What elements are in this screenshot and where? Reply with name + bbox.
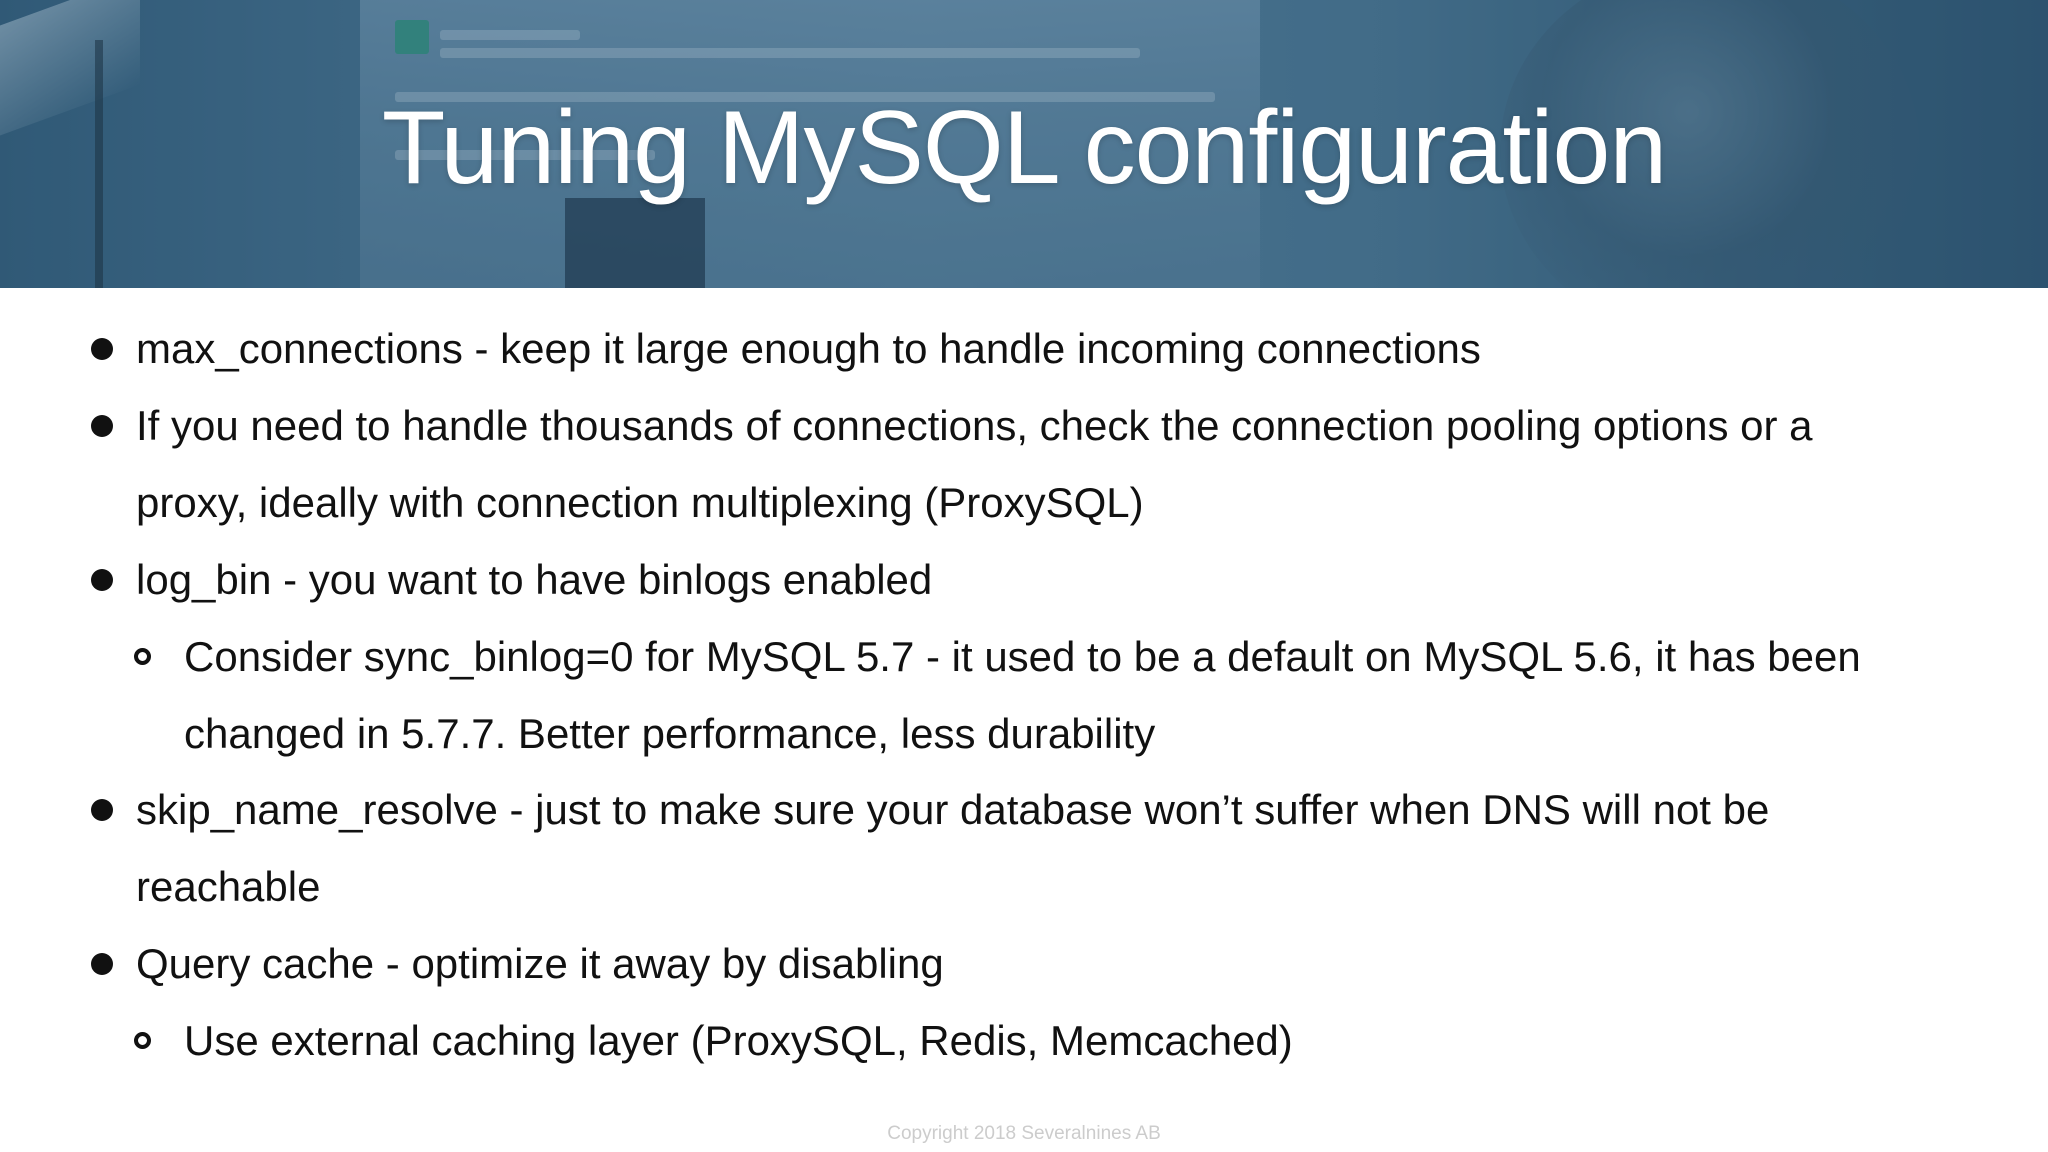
sub-bullet-text: Consider sync_binlog=0 for MySQL 5.7 - i…: [184, 633, 1861, 680]
bullet-marker: [91, 569, 113, 591]
sub-bullet-text-continued: changed in 5.7.7. Better performance, le…: [184, 710, 1156, 757]
slide-title: Tuning MySQL configuration: [381, 90, 1667, 206]
header-banner: [0, 0, 2048, 288]
sub-bullet-marker: [134, 648, 151, 665]
sub-bullet-marker: [134, 1032, 151, 1049]
dashboard-tooltip-graphic: [565, 198, 705, 288]
bullet-text-continued: reachable: [136, 863, 321, 910]
bullet-marker: [91, 338, 113, 360]
bullet-text: skip_name_resolve - just to make sure yo…: [136, 786, 1770, 833]
banner-overlay: [0, 0, 2048, 288]
bullet-text: If you need to handle thousands of conne…: [136, 402, 1813, 449]
copyright-footer: Copyright 2018 Severalnines AB: [887, 1123, 1161, 1144]
bullet-text: Query cache - optimize it away by disabl…: [136, 940, 944, 987]
pole-graphic: [95, 40, 103, 288]
bullet-marker: [91, 799, 113, 821]
bullet-text: max_connections - keep it large enough t…: [136, 325, 1481, 372]
bullet-marker: [91, 415, 113, 437]
dashboard-row-graphic: [395, 92, 1215, 102]
dashboard-background-graphic: [360, 0, 1260, 288]
person-graphic: [1500, 0, 1920, 288]
bullet-text: log_bin - you want to have binlogs enabl…: [136, 556, 933, 603]
dashboard-row-graphic: [440, 30, 580, 40]
dashboard-row-graphic: [395, 150, 655, 160]
dashboard-row-graphic: [440, 48, 1140, 58]
sub-bullet-text: Use external caching layer (ProxySQL, Re…: [184, 1017, 1293, 1064]
bullet-marker: [91, 953, 113, 975]
dashboard-status-graphic: [395, 20, 429, 54]
bullet-text-continued: proxy, ideally with connection multiplex…: [136, 479, 1144, 526]
